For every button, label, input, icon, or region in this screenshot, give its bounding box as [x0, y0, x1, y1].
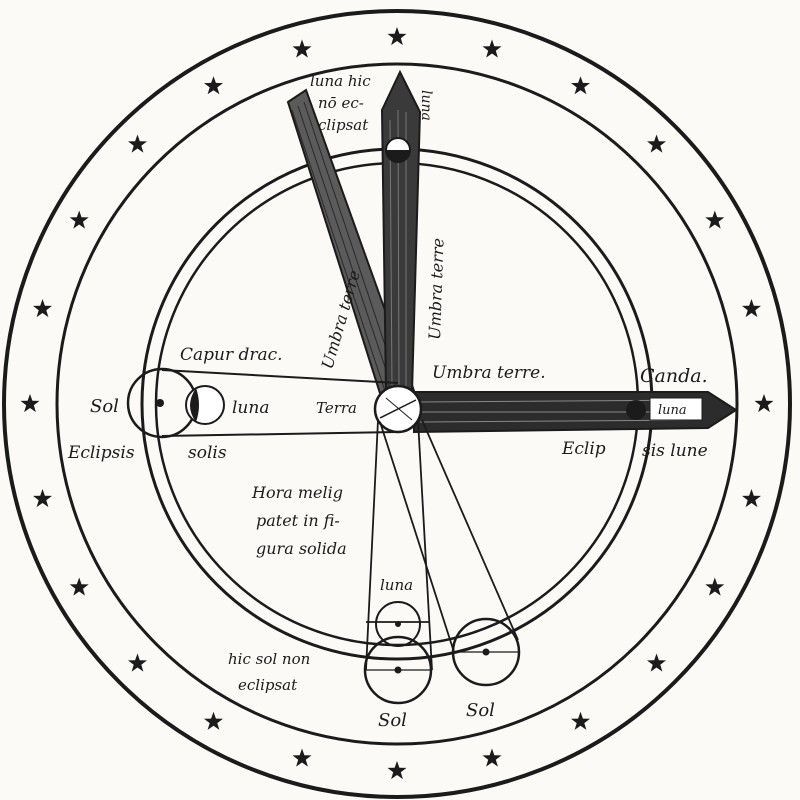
label-terra: Terra [316, 399, 357, 417]
star-icon [128, 653, 147, 672]
label-luna-bottom: luna [380, 576, 413, 594]
star-icon [20, 394, 40, 413]
star-icon [742, 299, 761, 318]
moon-right [626, 400, 646, 420]
star-icon [647, 134, 666, 153]
star-icon [69, 577, 89, 596]
label-note-2: patet in fi- [256, 511, 340, 530]
star-band-inner-ring [55, 62, 739, 746]
label-sis-lune: sis lune [642, 441, 708, 461]
moon-bottom [375, 601, 421, 647]
label-note-1: Hora melig [251, 483, 343, 502]
label-sol-bottom-right: Sol [466, 700, 495, 721]
stars-band [20, 27, 774, 780]
star-icon [387, 27, 407, 46]
label-note-3: gura solida [256, 539, 347, 558]
label-luna-hic-2: nō ec- [318, 94, 364, 112]
label-solis: solis [188, 443, 227, 463]
star-icon [742, 489, 761, 508]
label-umbra-right: Umbra terre [425, 238, 448, 340]
star-icon [482, 748, 502, 767]
star-icon [204, 711, 223, 730]
label-sol-bottom-left: Sol [378, 710, 407, 731]
star-icon [69, 210, 89, 229]
bottom-light-lines [365, 419, 519, 671]
label-luna-vertical: luna [418, 90, 434, 121]
label-luna-left: luna [232, 398, 269, 418]
earth-shadow-horizontal [413, 391, 738, 434]
star-icon [754, 394, 774, 413]
label-hic-sol-2: eclipsat [238, 676, 298, 694]
star-icon [128, 134, 147, 153]
label-eclipsis-left: Eclipsis [67, 443, 135, 463]
star-icon [204, 76, 223, 95]
label-caput-draconis: Capur drac. [180, 345, 283, 365]
label-hic-sol-1: hic sol non [228, 650, 310, 668]
star-icon [705, 577, 725, 596]
star-icon [292, 748, 312, 767]
label-luna-right: luna [658, 403, 687, 418]
sun-bottom-right [451, 617, 521, 687]
star-icon [647, 653, 666, 672]
star-icon [705, 210, 725, 229]
star-icon [571, 711, 590, 730]
label-umbra-horizontal: Umbra terre. [432, 363, 546, 383]
star-icon [33, 299, 52, 318]
star-icon [482, 39, 502, 58]
label-cauda: Canda. [640, 365, 708, 387]
earth-shadow-upper [380, 69, 422, 393]
outer-ring [2, 9, 792, 799]
star-icon [33, 489, 52, 508]
label-eclip-right: Eclip [561, 439, 606, 459]
label-sol-left: Sol [90, 396, 119, 417]
star-icon [387, 761, 407, 780]
label-luna-hic-3: clipsat [318, 116, 369, 134]
star-icon [292, 39, 312, 58]
sun-light-band [161, 369, 399, 437]
label-luna-hic-1: luna hic [310, 72, 371, 90]
star-icon [571, 76, 590, 95]
